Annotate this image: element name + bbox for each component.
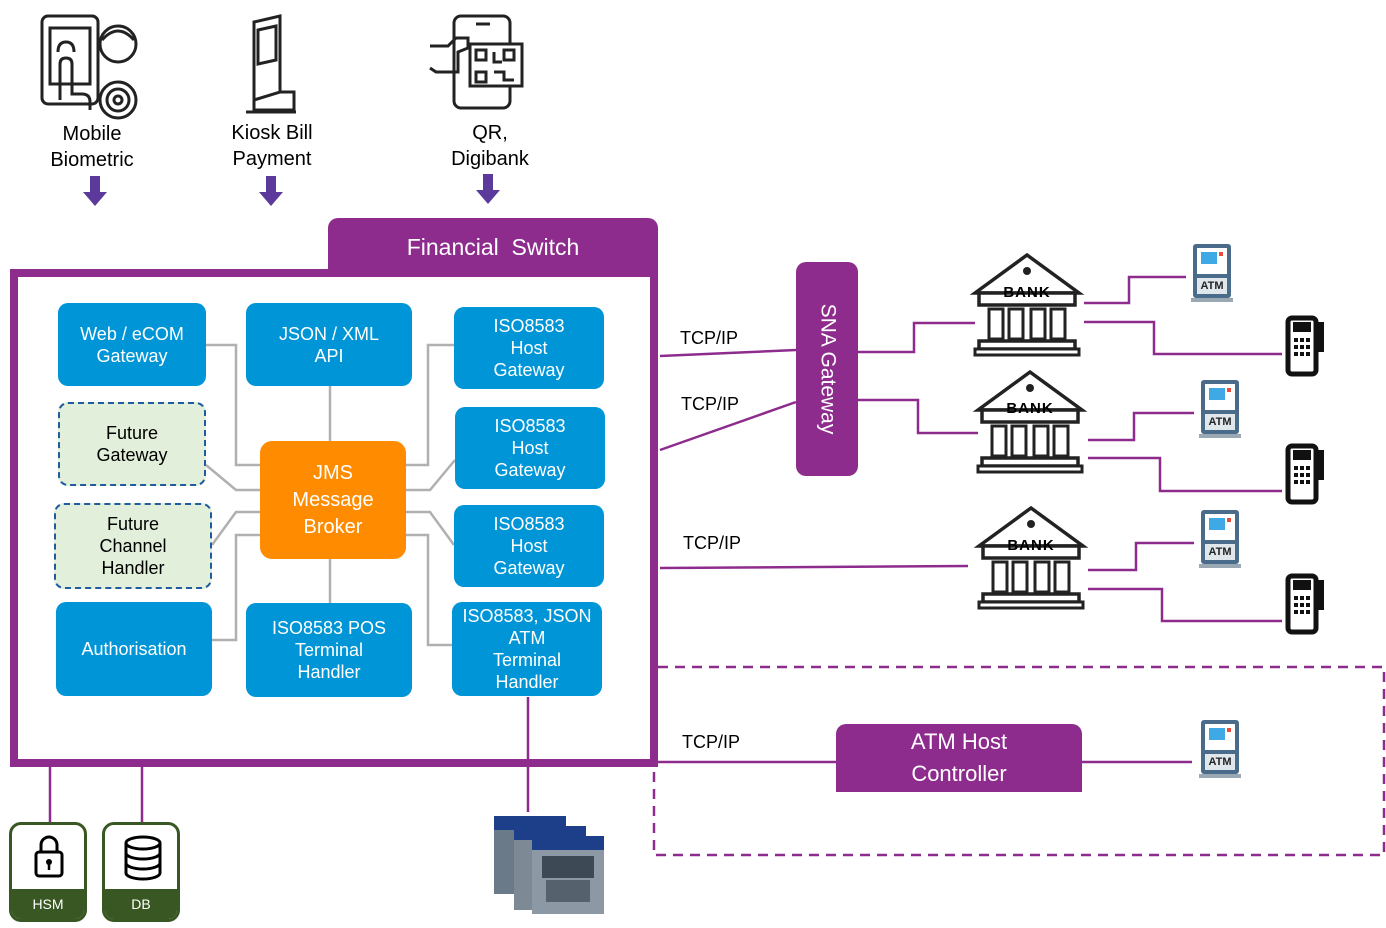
hsm-label: HSM bbox=[12, 889, 84, 919]
authorisation: Authorisation bbox=[56, 602, 212, 696]
hsm-store: HSM bbox=[9, 822, 87, 922]
jms-message-broker: JMS Message Broker bbox=[260, 441, 406, 559]
future-gateway: Future Gateway bbox=[58, 402, 206, 486]
channel-label-kiosk: Kiosk Bill Payment bbox=[231, 122, 313, 170]
db-store: DB bbox=[102, 822, 180, 922]
bank-label-1: BANK bbox=[1003, 284, 1051, 301]
iso8583-host-gateway-2: ISO8583 Host Gateway bbox=[455, 407, 605, 489]
financial-switch-title: Financial Switch bbox=[328, 218, 658, 276]
atm-label-4: ATM bbox=[1208, 756, 1232, 768]
lock-icon bbox=[34, 835, 64, 878]
web-ecom-gateway: Web / eCOM Gateway bbox=[58, 303, 206, 386]
database-icon bbox=[124, 835, 162, 881]
iso8583-host-gateway-1: ISO8583 Host Gateway bbox=[454, 307, 604, 389]
sna-gateway-label: SNA Gateway bbox=[816, 303, 840, 435]
tcp-label-1: TCP/IP bbox=[680, 328, 739, 348]
atm-label-3: ATM bbox=[1208, 546, 1232, 558]
channel-label-qr: QR, Digibank bbox=[451, 122, 529, 170]
sna-gateway: SNA Gateway bbox=[796, 262, 858, 476]
bank-label-3: BANK bbox=[1007, 537, 1055, 554]
iso8583-host-gateway-3: ISO8583 Host Gateway bbox=[454, 505, 604, 587]
atm-host-controller: ATM Host Controller bbox=[836, 724, 1082, 792]
tcp-label-3: TCP/IP bbox=[683, 533, 742, 553]
tcp-label-4: TCP/IP bbox=[682, 732, 741, 752]
db-label: DB bbox=[105, 889, 177, 919]
atm-label-2: ATM bbox=[1208, 416, 1232, 428]
tcp-label-2: TCP/IP bbox=[681, 394, 740, 414]
json-xml-api: JSON / XML API bbox=[246, 303, 412, 386]
bank-label-2: BANK bbox=[1006, 400, 1054, 417]
channel-label-mobile: Mobile Biometric bbox=[50, 123, 134, 171]
atm-terminal-handler: ISO8583, JSON ATM Terminal Handler bbox=[452, 602, 602, 696]
atm-host-region bbox=[652, 665, 1386, 857]
atm-label-1: ATM bbox=[1200, 280, 1224, 292]
iso8583-pos-terminal-handler: ISO8583 POS Terminal Handler bbox=[246, 603, 412, 697]
future-channel-handler: Future Channel Handler bbox=[54, 503, 212, 589]
